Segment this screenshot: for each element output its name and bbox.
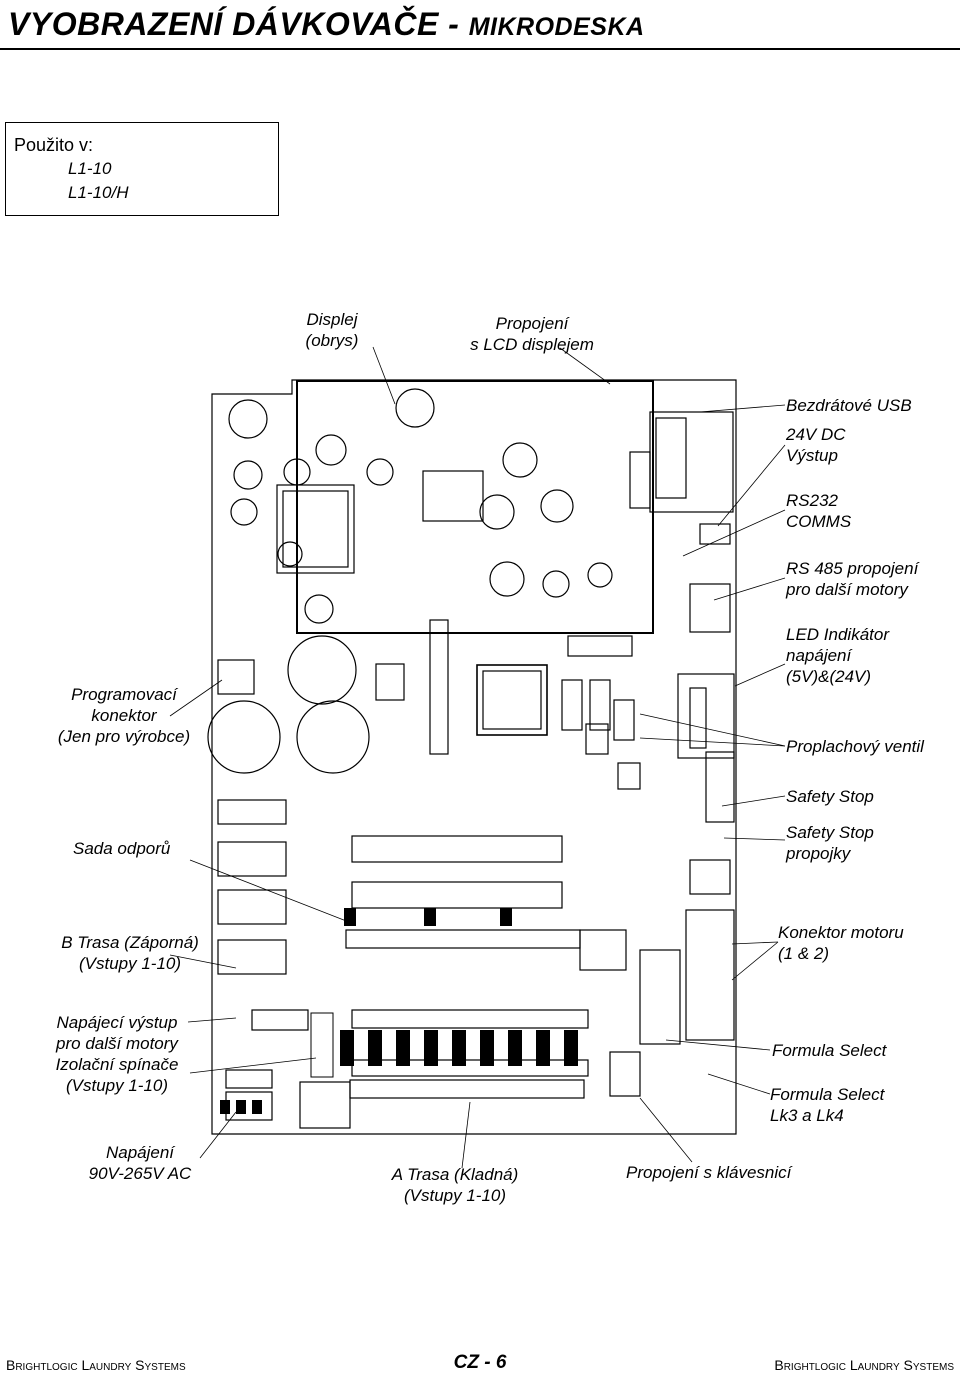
- callout-brail: B Trasa (Záporná) (Vstupy 1-10): [61, 933, 199, 973]
- callout-power-out: Napájecí výstup pro další motory: [56, 1013, 178, 1053]
- callout-arail: A Trasa (Kladná) (Vstupy 1-10): [391, 1165, 519, 1205]
- callout-led: LED Indikátor napájení (5V)&(24V): [786, 625, 889, 686]
- title-rule: [0, 48, 960, 50]
- display-outline: [296, 380, 654, 634]
- footer-company-left: Brightlogic Laundry Systems: [6, 1357, 186, 1373]
- callout-mains: Napájení 90V-265V AC: [88, 1143, 192, 1183]
- callout-rs485: RS 485 propojení pro další motory: [786, 559, 919, 599]
- page-title-sub: MIKRODESKA: [468, 13, 645, 41]
- used-in-box: Použito v: L1-10 L1-10/H: [5, 122, 279, 216]
- callout-safety-stop: Safety Stop: [786, 787, 874, 806]
- callout-flush-valve: Proplachový ventil: [786, 737, 924, 756]
- callout-keypad: Propojení s klávesnicí: [626, 1163, 792, 1182]
- arail-terminal: [349, 1079, 585, 1099]
- callout-usb: Bezdrátové USB: [786, 396, 912, 415]
- callout-display: Displej (obrys): [305, 310, 359, 350]
- footer-company-right: Brightlogic Laundry Systems: [774, 1357, 954, 1373]
- callout-motor-connector: Konektor motoru (1 & 2): [778, 923, 904, 963]
- brail-terminal: [345, 929, 581, 949]
- page-title-main: VYOBRAZENÍ DÁVKOVAČE -: [8, 6, 469, 42]
- callout-programming: Programovací konektor (Jen pro výrobce): [57, 685, 191, 746]
- callout-safety-links: Safety Stop propojky: [786, 823, 874, 863]
- footer-page-number: CZ - 6: [453, 1352, 507, 1373]
- usb-module: [649, 411, 734, 513]
- mcu-chip: [476, 664, 548, 736]
- callout-formula-select: Formula Select: [772, 1041, 887, 1060]
- callout-isolation: Izolační spínače (Vstupy 1-10): [55, 1055, 179, 1095]
- callout-lcd: Propojení s LCD displejem: [470, 314, 594, 354]
- page-title: VYOBRAZENÍ DÁVKOVAČE - MIKRODESKA: [8, 6, 645, 43]
- used-in-label: Použito v:: [14, 135, 94, 155]
- callout-dc24: 24V DC Výstup: [786, 425, 846, 465]
- callout-resistors: Sada odporů: [73, 839, 171, 858]
- used-in-model-1: L1-10: [68, 159, 112, 178]
- used-in-model-2: L1-10/H: [68, 183, 129, 202]
- callout-formula-links: Formula Select Lk3 a Lk4: [770, 1085, 885, 1125]
- board-outline: [211, 379, 737, 1135]
- callout-rs232: RS232 COMMS: [786, 491, 852, 531]
- transformer: [276, 484, 355, 574]
